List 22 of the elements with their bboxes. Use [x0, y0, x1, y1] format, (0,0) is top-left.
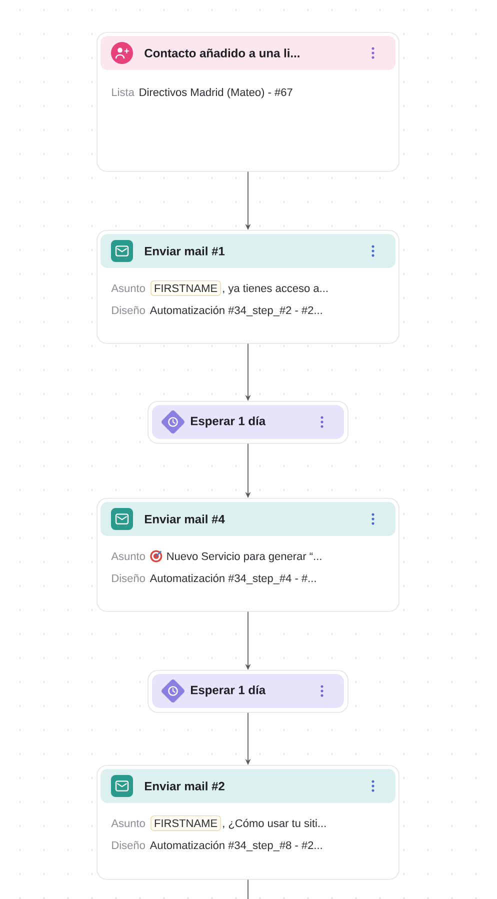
- step-title: Contacto añadido a una li...: [144, 48, 300, 58]
- step-title: Esperar 1 día: [191, 416, 266, 428]
- field-value: Automatización #34_step_#4 - #...: [150, 574, 316, 584]
- field-value: Directivos Madrid (Mateo) - #67: [140, 88, 292, 98]
- step-title: Esperar 1 día: [191, 685, 266, 697]
- field-label: Diseño: [112, 574, 145, 582]
- step-title: Enviar mail #2: [145, 782, 224, 790]
- placeholder-tag: FIRSTNAME: [150, 280, 221, 296]
- field-value: Nuevo Servicio para generar “...: [167, 552, 322, 562]
- field-label: Diseño: [112, 306, 145, 314]
- field-label: Asunto: [111, 819, 145, 828]
- step-title: Enviar mail #4: [145, 514, 225, 524]
- placeholder-tag: FIRSTNAME: [150, 815, 221, 831]
- step-title: Enviar mail #1: [145, 246, 225, 256]
- field-value: , ya tienes acceso a...: [223, 284, 328, 294]
- field-label: Lista: [112, 88, 134, 96]
- field-value: Automatización #34_step_#8 - #2...: [150, 840, 322, 852]
- field-value: Automatización #34_step_#2 - #2...: [150, 306, 322, 316]
- field-label: Asunto: [111, 284, 145, 292]
- field-label: Asunto: [111, 552, 145, 560]
- field-label: Diseño: [112, 841, 145, 850]
- field-value: , ¿Cómo usar tu siti...: [223, 818, 326, 829]
